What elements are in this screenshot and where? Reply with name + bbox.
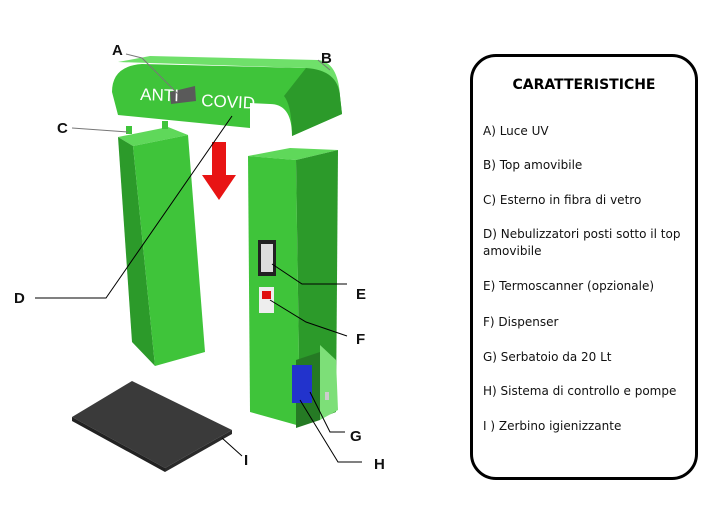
callout-g: G [350, 428, 362, 445]
callout-h: H [374, 456, 385, 473]
tank-icon [292, 365, 312, 403]
dispenser-icon [259, 287, 274, 313]
feature-item: C) Esterno in fibra di vetro [483, 193, 642, 207]
callout-f: F [356, 331, 365, 348]
feature-item: B) Top amovibile [483, 158, 583, 172]
uv-light-icon [170, 86, 196, 104]
callout-a: A [112, 42, 123, 59]
feature-item: A) Luce UV [483, 124, 549, 138]
features-panel: CARATTERISTICHE A) Luce UV B) Top amovib… [470, 54, 698, 480]
feature-item: H) Sistema di controllo e pompe [483, 384, 677, 398]
brand-anti: ANTI [140, 85, 179, 105]
feature-item: E) Termoscanner (opzionale) [483, 279, 655, 293]
callout-e: E [356, 286, 366, 303]
feature-item: D) Nebulizzatori posti sotto il top amov… [483, 227, 681, 258]
mat [72, 381, 232, 472]
brand-covid: COVID [201, 91, 256, 113]
callout-c: C [57, 120, 68, 137]
right-pillar [248, 148, 338, 428]
down-arrow [202, 142, 236, 200]
callout-b: B [321, 50, 332, 67]
callout-i: I [244, 452, 248, 469]
top-hood [112, 56, 342, 136]
panel-title: CARATTERISTICHE [512, 77, 656, 93]
cabinet-door [320, 345, 338, 420]
feature-item: I ) Zerbino igienizzante [483, 419, 622, 433]
left-pillar [118, 121, 205, 366]
callout-d: D [14, 290, 25, 307]
feature-item: G) Serbatoio da 20 Lt [483, 350, 612, 364]
leader-lines [35, 53, 362, 463]
feature-item: F) Dispenser [483, 315, 559, 329]
